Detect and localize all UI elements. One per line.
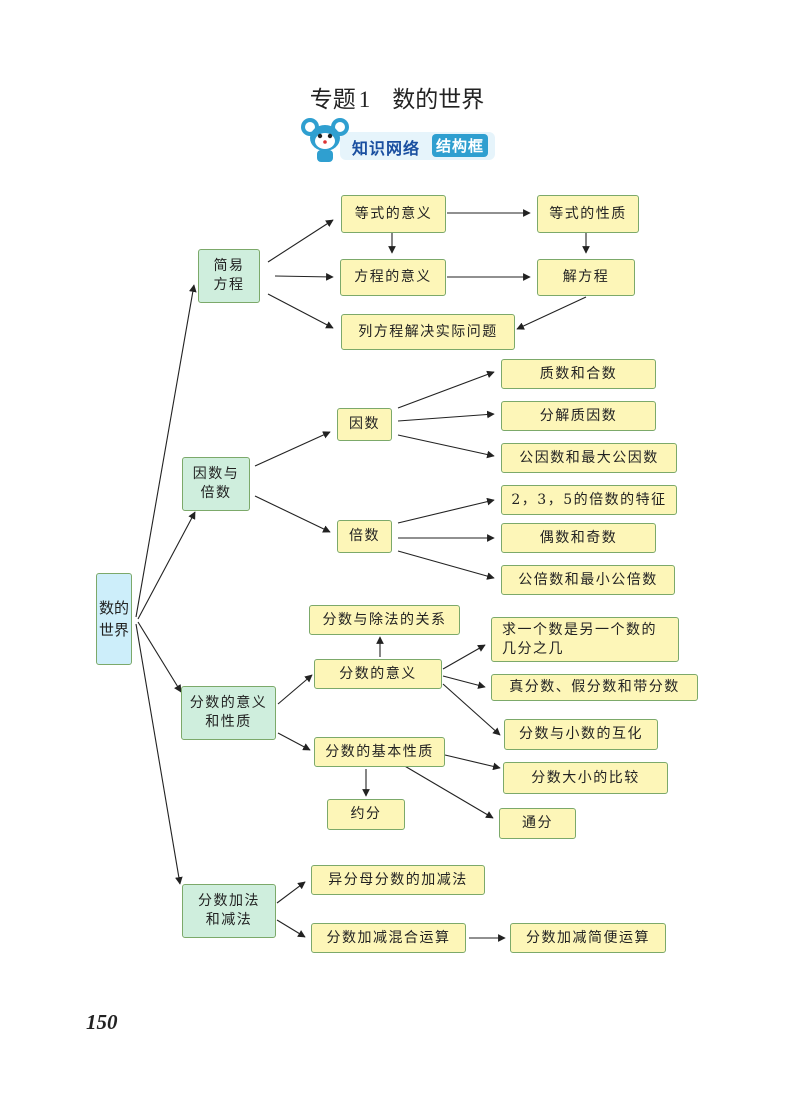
node-prime-factorization: 分解质因数: [501, 401, 656, 431]
branch-fraction: 分数的意义 和性质: [181, 686, 276, 740]
edge-root-fraction: [137, 621, 182, 693]
edge-solve-apply: [516, 296, 587, 330]
node-equality-meaning: 等式的意义: [341, 195, 446, 233]
edge-factornode-prime: [397, 370, 495, 409]
page-number: 150: [86, 1010, 118, 1034]
node-mixed-operation: 分数加减混合运算: [311, 923, 466, 953]
node-multiple-traits: 2，3，5的倍数的特征: [501, 485, 677, 515]
node-fraction-kinds: 真分数、假分数和带分数: [491, 674, 698, 701]
edge-meaning-fractionof: [442, 644, 486, 670]
title-prefix: 专题: [309, 87, 356, 113]
banner-label: 知识网络: [352, 139, 421, 158]
node-common-denominator: 通分: [499, 808, 576, 839]
banner-badge: 结构框: [432, 134, 489, 157]
edge-equation-fcmeaning: [274, 273, 334, 281]
edge-factor-factor: [254, 431, 331, 467]
node-gcd: 公因数和最大公因数: [501, 443, 677, 473]
edge-addsub-unlike: [276, 881, 306, 904]
branch-equation: 简易 方程: [198, 249, 260, 303]
edge-multiple-lcm: [397, 550, 495, 580]
edge-root-addsub: [135, 623, 183, 885]
edge-basicproperty-compare: [444, 754, 501, 771]
branch-factor: 因数与 倍数: [182, 457, 250, 511]
edge-equation-eqmeaning: [267, 219, 334, 263]
edge-addsub-mixed: [276, 919, 306, 938]
edge-fraction-meaning: [277, 674, 313, 705]
title-number: 1: [358, 87, 371, 112]
node-factor: 因数: [337, 408, 392, 441]
node-lcm: 公倍数和最小公倍数: [501, 565, 675, 595]
node-fraction-of: 求一个数是另一个数的 几分之几: [491, 617, 679, 662]
node-fraction-decimal: 分数与小数的互化: [504, 719, 658, 750]
node-solve-equation: 解方程: [537, 259, 635, 296]
edge-factornode-gcd: [397, 434, 495, 459]
node-basic-property: 分数的基本性质: [314, 737, 445, 767]
node-even-odd: 偶数和奇数: [501, 523, 656, 553]
title-text: 数的世界: [392, 87, 485, 113]
node-simplified-operation: 分数加减简便运算: [510, 923, 666, 953]
node-fraction-division: 分数与除法的关系: [309, 605, 460, 635]
node-fraction-meaning: 分数的意义: [314, 659, 442, 689]
edge-meaning-decimal: [442, 683, 501, 736]
edge-meaning-kinds: [442, 675, 486, 689]
edge-basicproperty-commondenom: [402, 764, 494, 819]
node-reduce: 约分: [327, 799, 405, 830]
node-equality-property: 等式的性质: [537, 195, 639, 233]
edge-fraction-basicproperty: [277, 732, 311, 751]
root-node: 数的世界: [96, 573, 132, 665]
edge-factor-multiple: [254, 495, 331, 533]
edge-equation-apply: [267, 293, 334, 329]
node-fraction-compare: 分数大小的比较: [503, 762, 668, 794]
node-multiple: 倍数: [337, 520, 392, 553]
edge-root-factor: [137, 511, 196, 620]
node-equation-meaning: 方程的意义: [340, 259, 446, 296]
branch-addsub: 分数加法 和减法: [182, 884, 276, 938]
edge-multiple-traits: [397, 497, 495, 524]
edge-root-equation: [135, 284, 197, 618]
node-unlike-denominator: 异分母分数的加减法: [311, 865, 485, 895]
node-apply-equation: 列方程解决实际问题: [341, 314, 515, 350]
edge-factornode-decompose: [397, 410, 495, 422]
node-prime-composite: 质数和合数: [501, 359, 656, 389]
